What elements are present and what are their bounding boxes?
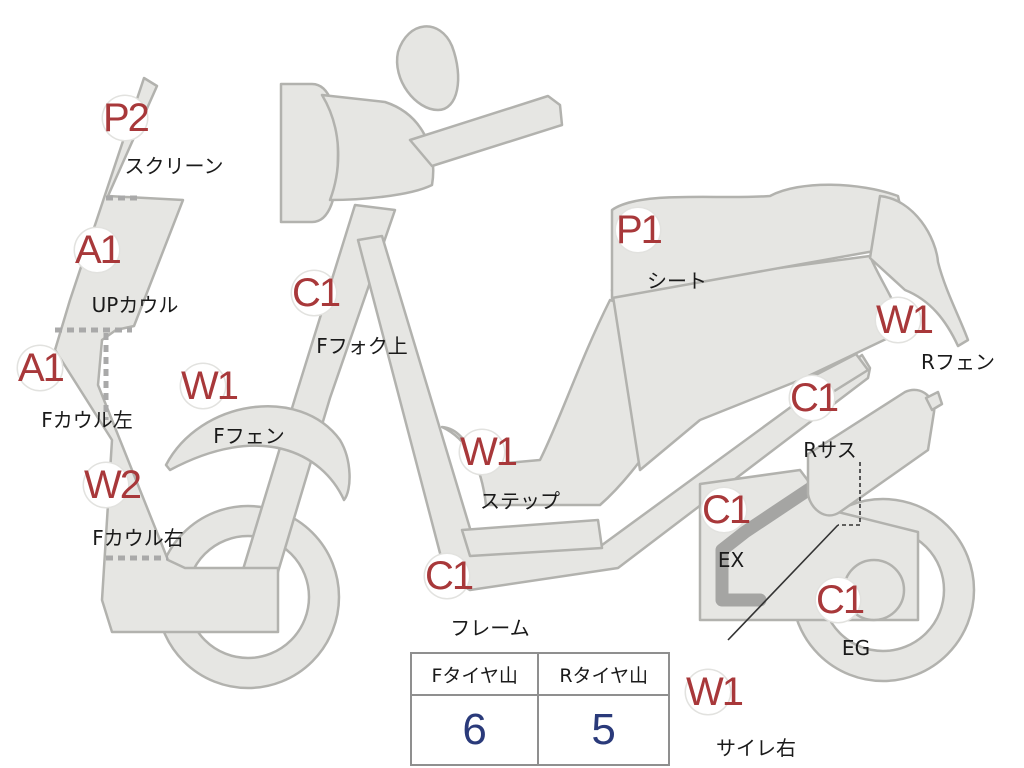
mirror: [395, 25, 460, 112]
f-cowl-left-label: Fカウル左: [41, 408, 133, 432]
up-cowl-marker: A1: [75, 228, 122, 272]
up-cowl-label: UPカウル: [91, 293, 179, 317]
f-cowl-right-marker: W2: [84, 463, 142, 507]
step-marker: W1: [460, 430, 518, 474]
rear-tire-header: Rタイヤ山: [537, 652, 670, 696]
tire-tread-table: Fタイヤ山 Rタイヤ山 6 5: [409, 652, 670, 766]
muffler-right-marker: W1: [686, 670, 744, 714]
step-label: ステップ: [480, 489, 560, 513]
floor-board: [460, 518, 604, 558]
f-cowl-right-label: Fカウル右: [92, 526, 184, 550]
r-suspension-label: Rサス: [803, 438, 857, 462]
screen-label: スクリーン: [124, 154, 224, 178]
rear-fender: [868, 194, 970, 348]
seat-marker: P1: [616, 208, 663, 252]
frame-label: フレーム: [450, 616, 530, 640]
muffler: [806, 388, 936, 517]
muffler-tip: [924, 390, 944, 412]
engine-label: EG: [841, 636, 871, 660]
handlebar: [408, 94, 564, 168]
f-fork-marker: C1: [292, 271, 341, 315]
rear-tire-value: 5: [537, 694, 670, 766]
headlight-housing: [320, 93, 435, 202]
exhaust-label: EX: [717, 548, 745, 572]
frame-marker: C1: [425, 554, 474, 598]
exhaust-pipe: [715, 475, 827, 607]
engine-marker: C1: [816, 578, 865, 622]
front-tire-value: 6: [409, 694, 540, 766]
screen-marker: P2: [103, 96, 150, 140]
exhaust-marker: C1: [702, 488, 751, 532]
front-tire-header: Fタイヤ山: [409, 652, 540, 696]
r-suspension-marker: C1: [790, 376, 839, 420]
f-fender-label: Fフェン: [213, 424, 285, 448]
r-fender-marker: W1: [876, 298, 934, 342]
f-cowl-left-marker: A1: [18, 346, 65, 390]
muffler-right-label: サイレ右: [716, 736, 796, 760]
f-fork-label: Fフォク上: [316, 334, 408, 358]
r-fender-label: Rフェン: [921, 350, 995, 374]
front-fender: [164, 405, 351, 502]
seat-label: シート: [647, 269, 707, 293]
f-fender-marker: W1: [181, 364, 239, 408]
